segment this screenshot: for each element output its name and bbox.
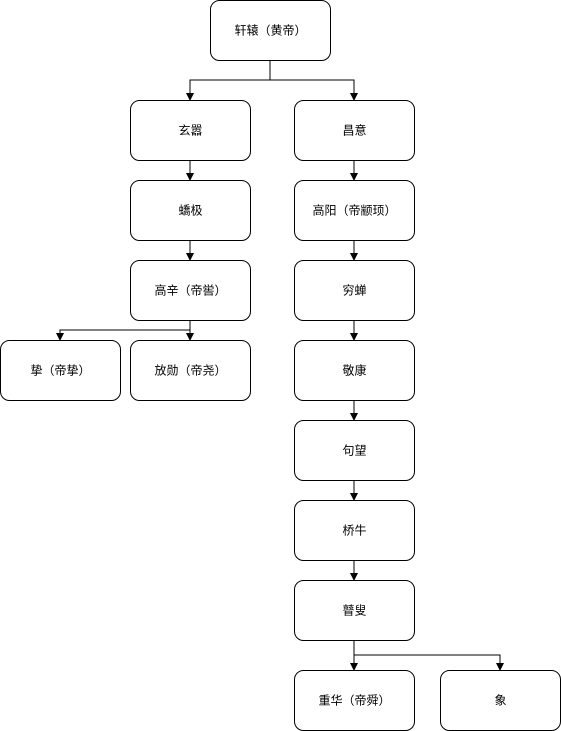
node-box bbox=[294, 180, 415, 241]
node-xuanyuan: 轩辕（黄帝） bbox=[210, 0, 331, 61]
node-jiaoji: 蟜极 bbox=[130, 180, 251, 241]
node-qiongchan: 穷蝉 bbox=[294, 260, 415, 321]
node-chonghua: 重华（帝舜） bbox=[294, 670, 415, 731]
node-box bbox=[130, 100, 251, 161]
node-label: 高辛（帝喾） bbox=[154, 283, 226, 298]
node-label: 昌意 bbox=[342, 123, 366, 138]
edge-gusou-to-xiang bbox=[353, 640, 504, 671]
node-box bbox=[0, 340, 121, 401]
node-qiaoniu: 桥牛 bbox=[294, 500, 415, 561]
node-jumang: 句望 bbox=[294, 420, 415, 481]
node-label: 放勋（帝尧） bbox=[154, 363, 226, 378]
node-changyi: 昌意 bbox=[294, 100, 415, 161]
node-box bbox=[294, 340, 415, 401]
node-label: 挚（帝挚） bbox=[30, 363, 90, 378]
node-label: 重华（帝舜） bbox=[318, 693, 390, 708]
edges-layer bbox=[56, 60, 504, 671]
node-box bbox=[294, 500, 415, 561]
node-jingkang: 敬康 bbox=[294, 340, 415, 401]
node-fangxun: 放勋（帝尧） bbox=[130, 340, 251, 401]
node-box bbox=[130, 340, 251, 401]
node-gaoxin: 高辛（帝喾） bbox=[130, 260, 251, 321]
node-box bbox=[130, 180, 251, 241]
node-box bbox=[294, 420, 415, 481]
node-label: 玄嚣 bbox=[178, 123, 202, 138]
node-box bbox=[294, 100, 415, 161]
node-label: 象 bbox=[494, 694, 506, 708]
node-label: 穷蝉 bbox=[342, 283, 366, 298]
node-box bbox=[294, 580, 415, 641]
node-zhi: 挚（帝挚） bbox=[0, 340, 121, 401]
node-gaoyang: 高阳（帝颛顼） bbox=[294, 180, 415, 241]
node-xiang: 象 bbox=[440, 670, 561, 731]
node-box bbox=[130, 260, 251, 321]
node-box bbox=[210, 0, 331, 61]
node-label: 高阳（帝颛顼） bbox=[312, 203, 396, 218]
node-label: 敬康 bbox=[342, 363, 366, 378]
node-label: 桥牛 bbox=[342, 523, 366, 538]
node-label: 瞽叟 bbox=[342, 603, 366, 618]
node-label: 轩辕（黄帝） bbox=[234, 23, 306, 38]
node-gusou: 瞽叟 bbox=[294, 580, 415, 641]
node-label: 句望 bbox=[342, 444, 366, 458]
node-xuanxiao: 玄嚣 bbox=[130, 100, 251, 161]
edge-xuanyuan-to-changyi bbox=[269, 60, 358, 101]
node-label: 蟜极 bbox=[178, 204, 202, 218]
edge-gaoxin-to-zhi bbox=[56, 320, 191, 341]
edge-xuanyuan-to-xuanxiao bbox=[186, 60, 271, 101]
node-box bbox=[294, 260, 415, 321]
